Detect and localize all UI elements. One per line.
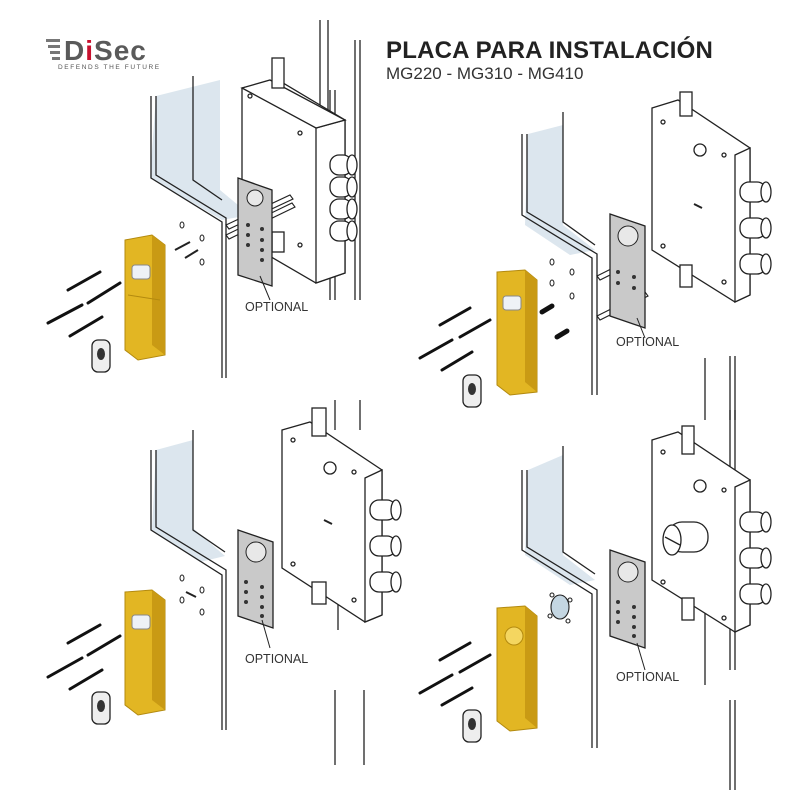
key-escutcheon — [91, 339, 111, 373]
logo-tagline: DEFENDS THE FUTURE — [58, 64, 161, 71]
mounting-holes — [549, 258, 575, 300]
optional-label: OPTIONAL — [616, 670, 680, 684]
optional-label: OPTIONAL — [245, 652, 309, 666]
door-frame — [704, 356, 736, 420]
lock-bolts — [329, 154, 358, 242]
long-screws — [46, 623, 122, 691]
model-list: MG220 - MG310 - MG410 — [386, 64, 584, 83]
cylinder-hole-cover — [547, 592, 573, 624]
long-screws — [418, 641, 492, 707]
long-screws — [46, 270, 122, 338]
door-edge — [150, 76, 250, 378]
optional-label: OPTIONAL — [616, 335, 680, 349]
lock-bolts — [739, 181, 772, 275]
gold-shield — [124, 589, 166, 716]
gold-shield — [124, 234, 166, 361]
lock-bolts — [739, 511, 772, 605]
key-escutcheon — [462, 709, 482, 743]
door-edge — [521, 446, 598, 748]
door-edge — [521, 112, 598, 395]
logo-wordmark: DiSec — [64, 35, 147, 66]
optional-plate — [609, 549, 646, 671]
optional-plate — [237, 177, 273, 301]
lock-cylinder — [662, 521, 709, 556]
page-header: PLACA PARA INSTALACIÓN MG220 - MG310 - M… — [386, 38, 713, 84]
lock-bolts — [369, 499, 402, 593]
key-escutcheon — [462, 374, 482, 408]
optional-plate — [237, 529, 274, 649]
gold-shield — [496, 605, 538, 732]
gold-shield — [496, 269, 538, 396]
logo-wings-icon — [46, 39, 60, 60]
key-escutcheon — [91, 691, 111, 725]
spacers — [539, 303, 570, 340]
optional-label: OPTIONAL — [245, 300, 309, 314]
door-edge — [150, 430, 227, 730]
page-title: PLACA PARA INSTALACIÓN — [386, 37, 714, 64]
disec-logo: DiSec DEFENDS THE FUTURE — [44, 36, 164, 76]
mounting-holes — [174, 221, 205, 266]
long-screws — [418, 306, 492, 372]
optional-plate — [609, 213, 646, 339]
mounting-holes — [179, 574, 205, 616]
